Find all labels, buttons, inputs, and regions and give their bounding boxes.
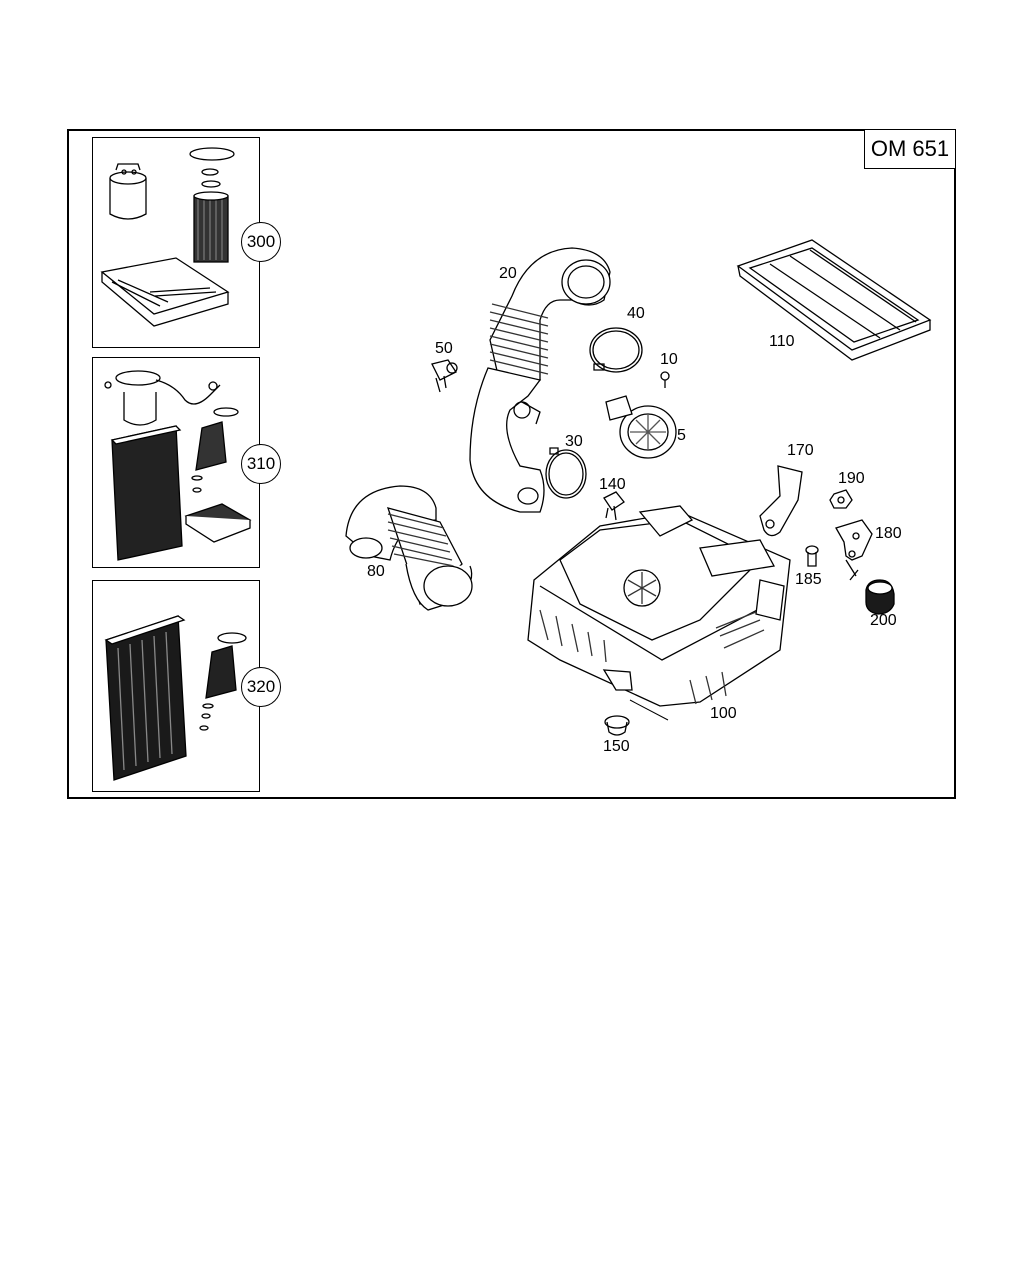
part-10-screw	[661, 372, 669, 388]
callout-180[interactable]: 180	[875, 525, 902, 542]
engine-code-title: OM 651	[864, 129, 956, 169]
part-20-intake-duct	[470, 248, 610, 512]
kit-badge-320[interactable]: 320	[241, 667, 281, 707]
part-80-intake-boot	[346, 486, 472, 610]
kit-badge-310[interactable]: 310	[241, 444, 281, 484]
part-170-bracket	[760, 466, 802, 536]
callout-50[interactable]: 50	[435, 340, 453, 357]
part-30-clamp	[546, 448, 586, 498]
callout-10[interactable]: 10	[660, 351, 678, 368]
part-185-bolt	[806, 546, 818, 566]
callout-30[interactable]: 30	[565, 433, 583, 450]
callout-190[interactable]: 190	[838, 470, 865, 487]
callout-200[interactable]: 200	[870, 612, 897, 629]
callout-170[interactable]: 170	[787, 442, 814, 459]
kit-320-parts	[106, 616, 246, 780]
callout-185[interactable]: 185	[795, 571, 822, 588]
part-40-hose-clamp	[590, 328, 642, 372]
callout-100[interactable]: 100	[710, 705, 737, 722]
part-50-connector	[432, 360, 457, 392]
part-100-filter-housing	[528, 506, 790, 706]
part-190-nut	[830, 490, 852, 508]
kit-badge-300[interactable]: 300	[241, 222, 281, 262]
callout-110[interactable]: 110	[769, 333, 795, 350]
part-180-bracket	[836, 520, 872, 580]
part-150-grommet	[605, 716, 629, 735]
kit-300-parts	[102, 148, 234, 326]
part-140-sensor	[604, 492, 624, 520]
callout-5[interactable]: 5	[677, 427, 686, 444]
part-5-air-flow-sensor	[606, 396, 676, 458]
leader-lines	[630, 700, 668, 720]
callout-80[interactable]: 80	[367, 563, 385, 580]
part-110-air-filter	[738, 240, 930, 360]
callout-140[interactable]: 140	[599, 476, 626, 493]
callout-20[interactable]: 20	[499, 265, 517, 282]
callout-150[interactable]: 150	[603, 738, 630, 755]
part-200-rubber-mount	[866, 580, 894, 614]
kit-310-parts	[105, 371, 250, 560]
diagram-frame	[67, 129, 956, 799]
callout-40[interactable]: 40	[627, 305, 645, 322]
